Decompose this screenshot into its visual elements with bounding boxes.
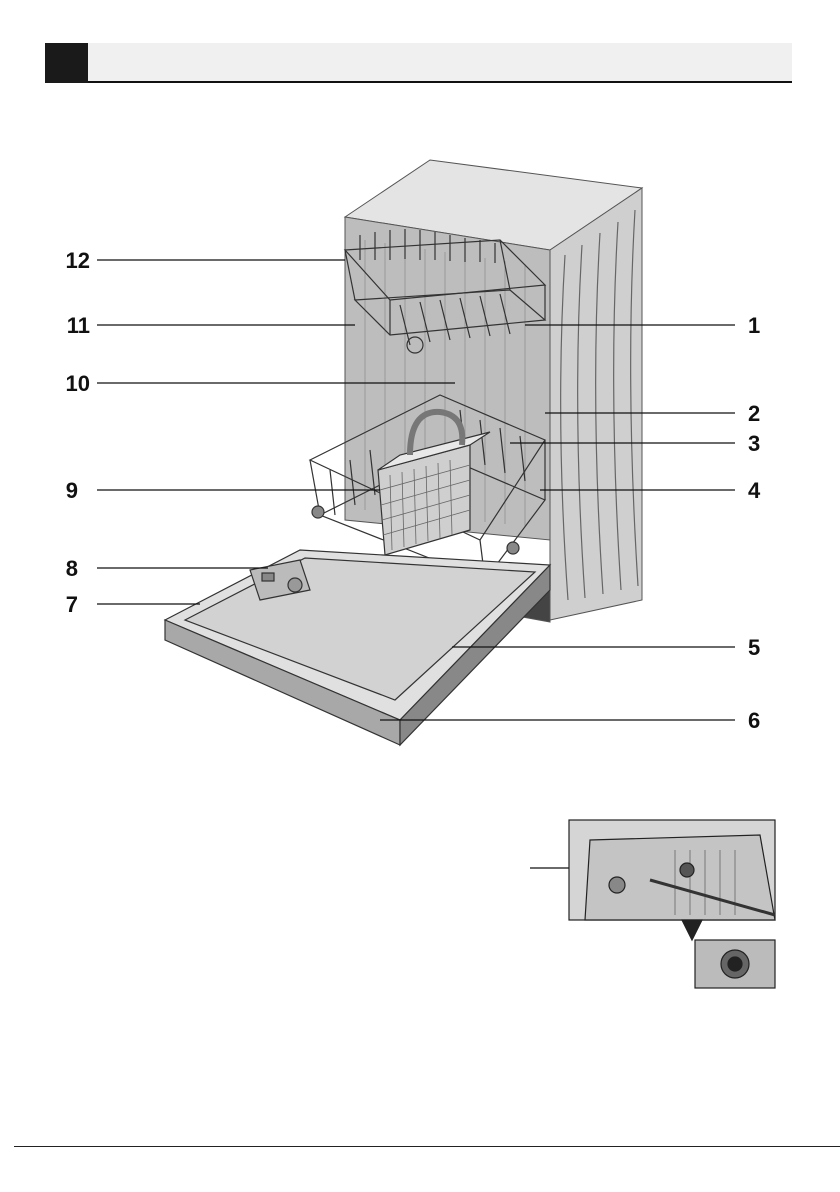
callout-9: 9 bbox=[38, 480, 78, 502]
callout-7: 7 bbox=[38, 594, 78, 616]
callout-3: 3 bbox=[748, 433, 760, 455]
callout-5: 5 bbox=[748, 637, 760, 659]
callout-2: 2 bbox=[748, 403, 760, 425]
callout-6: 6 bbox=[748, 710, 760, 732]
callout-8: 8 bbox=[38, 558, 78, 580]
callout-12: 12 bbox=[50, 250, 90, 272]
callout-11: 11 bbox=[50, 315, 90, 337]
callout-1: 1 bbox=[748, 315, 760, 337]
filter-detail-inset bbox=[530, 820, 775, 988]
footer-rule bbox=[14, 1146, 840, 1147]
callout-4: 4 bbox=[748, 480, 760, 502]
callout-10: 10 bbox=[50, 373, 90, 395]
